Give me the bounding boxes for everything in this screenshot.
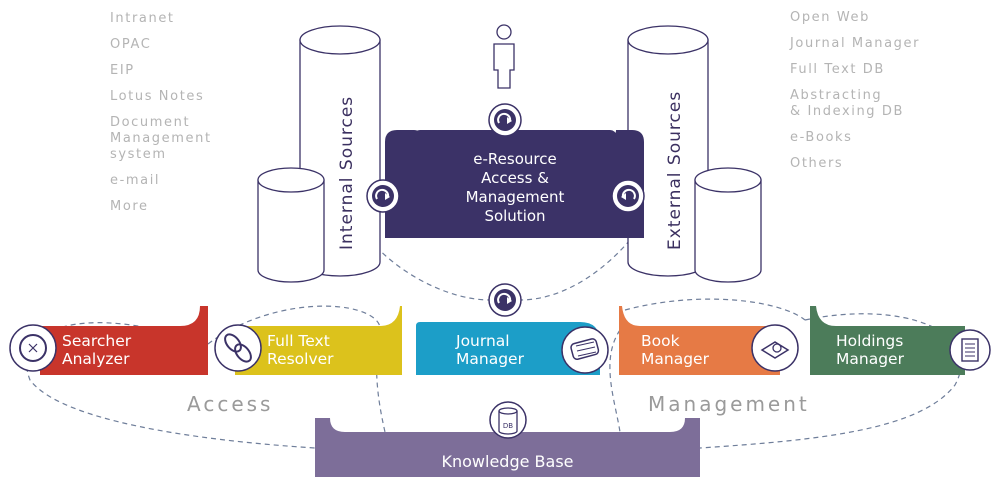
link-left-to-center (369, 239, 491, 301)
list-item: Abstracting & Indexing DB (790, 88, 905, 119)
list-item: Intranet (110, 11, 175, 26)
searcher-icon (9, 324, 57, 372)
list-item: Lotus Notes (110, 89, 205, 104)
access-section-label: Access (187, 392, 274, 416)
list-item: Others (790, 156, 844, 171)
internal-sources-label: Internal Sources (337, 96, 357, 250)
knowledge-base-label: Knowledge Base (441, 452, 574, 471)
book-icon (751, 324, 799, 372)
internal-source-list: Intranet OPAC EIP Lotus Notes Document M… (110, 11, 212, 225)
searcher-analyzer-label: Searcher Analyzer (62, 332, 132, 368)
searcher-analyzer-block (40, 306, 208, 375)
list-item: More (110, 199, 149, 214)
external-source-list: Open Web Journal Manager Full Text DB Ab… (790, 10, 920, 182)
list-item: Document Management system (110, 115, 212, 162)
access-ellipse-left (26, 322, 316, 449)
internal-small-cylinder (257, 167, 325, 283)
holdings-manager-label: Holdings Manager (836, 332, 904, 368)
refresh-icon-right (611, 179, 645, 213)
management-ellipse-right (699, 313, 962, 449)
center-solution-block (385, 130, 644, 238)
management-ellipse-top (624, 298, 806, 321)
list-item: Full Text DB (790, 62, 885, 77)
refresh-icon-top (488, 103, 522, 137)
external-small-cylinder (694, 167, 762, 283)
refresh-icon-left (366, 179, 400, 213)
list-item: OPAC (110, 37, 152, 52)
journal-manager-block (416, 322, 600, 375)
list-item: EIP (110, 63, 135, 78)
holdings-manager-block (810, 306, 965, 375)
document-list-icon (949, 329, 991, 371)
center-solution-label: e-Resource Access & Management Solution (465, 150, 565, 225)
user-icon (493, 24, 515, 89)
journal-manager-label: Journal Manager (456, 332, 524, 368)
list-item: Open Web (790, 10, 870, 25)
knowledge-base-block (315, 418, 700, 477)
book-manager-block (619, 306, 780, 375)
full-text-resolver-label: Full Text Resolver (267, 332, 334, 368)
external-sources-cylinder (627, 25, 709, 277)
list-item: Journal Manager (790, 36, 921, 51)
list-item: e-mail (110, 173, 161, 188)
link-chain-icon (214, 324, 262, 372)
link-right-to-center (519, 239, 631, 301)
connection-lines (26, 239, 962, 449)
full-text-resolver-block (235, 306, 402, 375)
db-icon-label: DB (503, 422, 513, 430)
list-item: e-Books (790, 130, 853, 145)
external-sources-label: External Sources (665, 91, 685, 250)
database-icon: DB (489, 401, 527, 439)
access-ellipse-right (207, 305, 386, 433)
management-section-label: Management (648, 392, 810, 416)
refresh-icon-middle (488, 283, 522, 317)
management-ellipse-left (609, 329, 621, 433)
book-manager-label: Book Manager (641, 332, 709, 368)
journal-scroll-icon (561, 326, 609, 374)
